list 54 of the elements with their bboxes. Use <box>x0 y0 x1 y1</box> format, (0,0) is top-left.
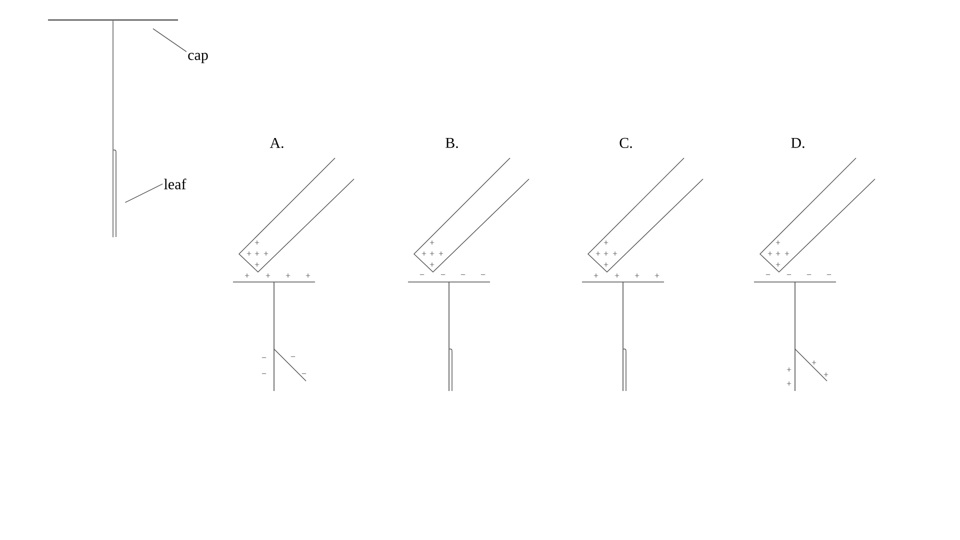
charge-sign: + <box>612 251 618 256</box>
charge-sign: + <box>306 273 310 278</box>
charge-sign: + <box>286 273 290 278</box>
charge-sign: + <box>654 273 660 278</box>
charge-sign: + <box>254 251 260 256</box>
panel-letter: C. <box>620 138 632 148</box>
part-label: cap <box>188 52 208 64</box>
charge-sign: + <box>266 273 270 278</box>
charge-sign: + <box>438 251 444 256</box>
charge-sign: + <box>430 251 434 256</box>
charge-sign: + <box>604 262 608 267</box>
charge-sign: − <box>460 274 466 275</box>
charge-sign: − <box>826 274 832 275</box>
charge-sign: + <box>776 251 780 256</box>
charge-sign: + <box>824 372 828 377</box>
charge-sign: + <box>776 240 780 245</box>
charge-sign: + <box>768 251 772 256</box>
charge-sign: + <box>812 360 816 365</box>
charge-sign: + <box>776 262 780 267</box>
charge-sign: − <box>262 357 266 358</box>
charge-sign: + <box>430 262 434 267</box>
charge-sign: + <box>422 251 426 256</box>
leader-line <box>124 184 163 203</box>
charge-sign: + <box>254 262 260 267</box>
leaf <box>113 150 116 238</box>
charge-sign: − <box>420 274 424 275</box>
part-label: leaf <box>164 178 186 190</box>
charge-sign: − <box>262 373 266 374</box>
charge-sign: − <box>806 274 812 275</box>
charge-sign: + <box>596 251 600 256</box>
leader-line <box>152 28 187 52</box>
charge-sign: − <box>786 274 792 275</box>
panel-letter: D. <box>791 138 804 148</box>
charge-sign: + <box>254 240 260 245</box>
charge-sign: + <box>604 251 608 256</box>
charge-sign: − <box>290 356 296 357</box>
charge-sign: + <box>264 251 268 256</box>
charge-sign: − <box>302 373 306 374</box>
charge-sign: + <box>634 273 640 278</box>
charge-sign: + <box>430 240 434 245</box>
charge-sign: + <box>614 273 620 278</box>
charge-sign: + <box>786 367 792 372</box>
charge-sign: − <box>440 274 446 275</box>
panel-letter: B. <box>446 138 458 148</box>
electroscope-stem <box>112 20 114 238</box>
charge-sign: + <box>604 240 608 245</box>
charge-sign: + <box>244 273 250 278</box>
charge-sign: − <box>480 274 486 275</box>
charge-sign: + <box>786 381 792 386</box>
charge-sign: + <box>246 251 252 256</box>
panel-letter: A. <box>270 138 284 148</box>
charge-sign: − <box>766 274 770 275</box>
charge-sign: + <box>594 273 598 278</box>
charge-sign: + <box>784 251 790 256</box>
